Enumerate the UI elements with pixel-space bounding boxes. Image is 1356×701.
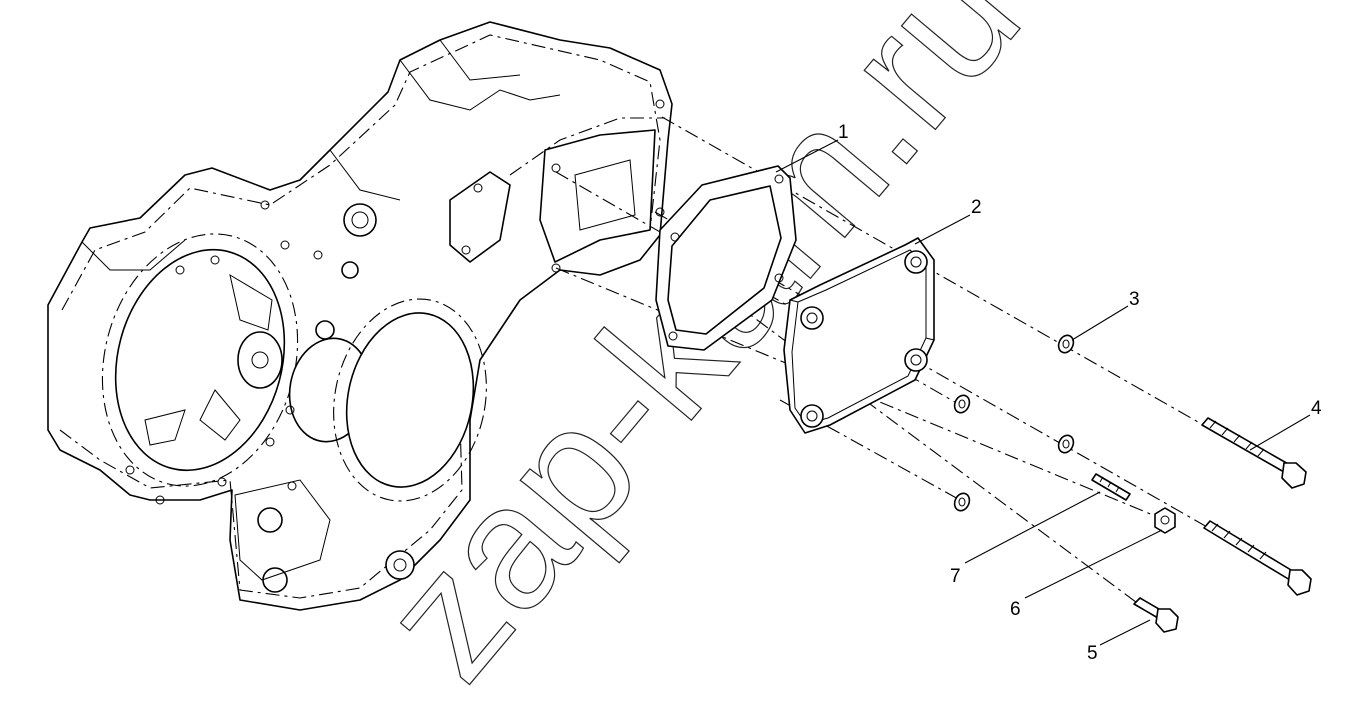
- callout-6: 6: [1010, 599, 1021, 620]
- short-bolt: [1133, 597, 1179, 633]
- callout-labels: 1 2 3 4 5 6 7: [838, 122, 1322, 664]
- cover-bolt-bosses: [800, 250, 928, 428]
- washers: [953, 334, 1075, 512]
- callout-5: 5: [1087, 643, 1098, 664]
- nut: [1154, 507, 1176, 534]
- callout-leaders: [775, 139, 1311, 646]
- gasket: [655, 165, 797, 351]
- gear-housing: [47, 21, 673, 611]
- callout-4: 4: [1311, 398, 1322, 419]
- callout-2: 2: [971, 197, 982, 218]
- callout-1: 1: [838, 122, 849, 143]
- long-bolts: [1201, 417, 1312, 596]
- callout-7: 7: [950, 566, 961, 587]
- stud: [1091, 473, 1131, 501]
- cover-plate: [783, 237, 935, 434]
- callout-3: 3: [1129, 289, 1140, 310]
